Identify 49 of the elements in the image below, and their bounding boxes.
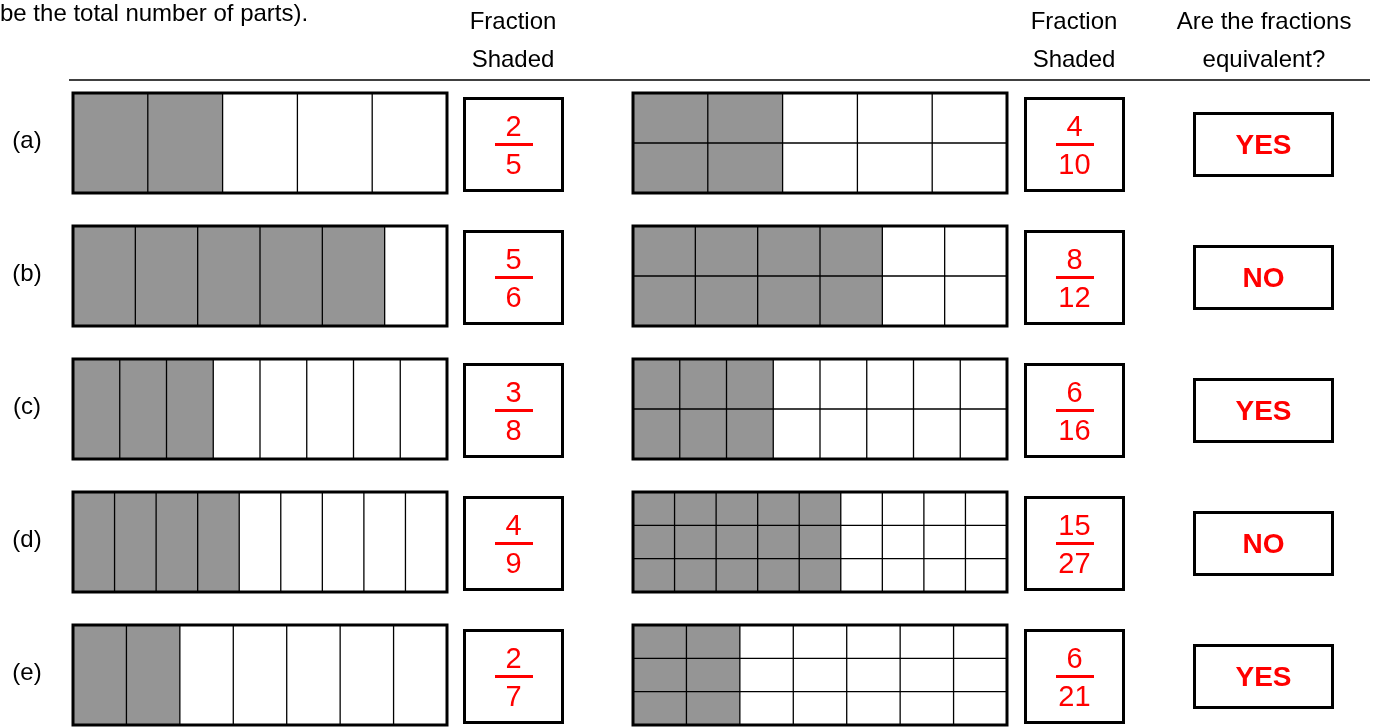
numerator: 2 [505,109,522,142]
fraction-box [463,230,564,325]
numerator: 4 [505,508,522,541]
answer-text: NO [1242,261,1285,294]
denominator: 21 [1058,679,1091,712]
numerator: 2 [505,641,522,674]
denominator: 8 [505,413,522,446]
numerator: 6 [1066,641,1083,674]
row-label: (e) [11,657,43,687]
fraction-box [463,629,564,724]
column-header: Fraction Shaded [468,6,558,74]
row-label: (b) [11,258,43,288]
fraction-box [1024,629,1125,724]
fraction-box [1024,97,1125,192]
row-label: (a) [11,125,43,155]
numerator: 6 [1066,375,1083,408]
instruction-text: be the total number of parts). [0,0,310,26]
answer-box [1193,644,1334,709]
answer-text: YES [1235,394,1292,427]
numerator: 8 [1066,242,1083,275]
row-label: (c) [12,391,42,421]
answer-box [1193,378,1334,443]
denominator: 6 [505,280,522,313]
answer-box [1193,511,1334,576]
column-header: Are the fractions equivalent? [1175,6,1353,74]
numerator: 15 [1058,508,1091,541]
numerator: 4 [1066,109,1083,142]
answer-text: YES [1235,660,1292,693]
denominator: 7 [505,679,522,712]
denominator: 5 [505,147,522,180]
numerator: 5 [505,242,522,275]
column-header: Fraction Shaded [1029,6,1119,74]
answer-box [1193,112,1334,177]
denominator: 12 [1058,280,1091,313]
denominator: 9 [505,546,522,579]
numerator: 3 [505,375,522,408]
fraction-box [463,496,564,591]
fraction-box [463,97,564,192]
answer-box [1193,245,1334,310]
denominator: 27 [1058,546,1091,579]
fraction-box [1024,496,1125,591]
fraction-box [1024,363,1125,458]
answer-text: NO [1242,527,1285,560]
denominator: 16 [1058,413,1091,446]
answer-text: YES [1235,128,1292,161]
fraction-box [1024,230,1125,325]
denominator: 10 [1058,147,1091,180]
fraction-box [463,363,564,458]
row-label: (d) [11,524,43,554]
